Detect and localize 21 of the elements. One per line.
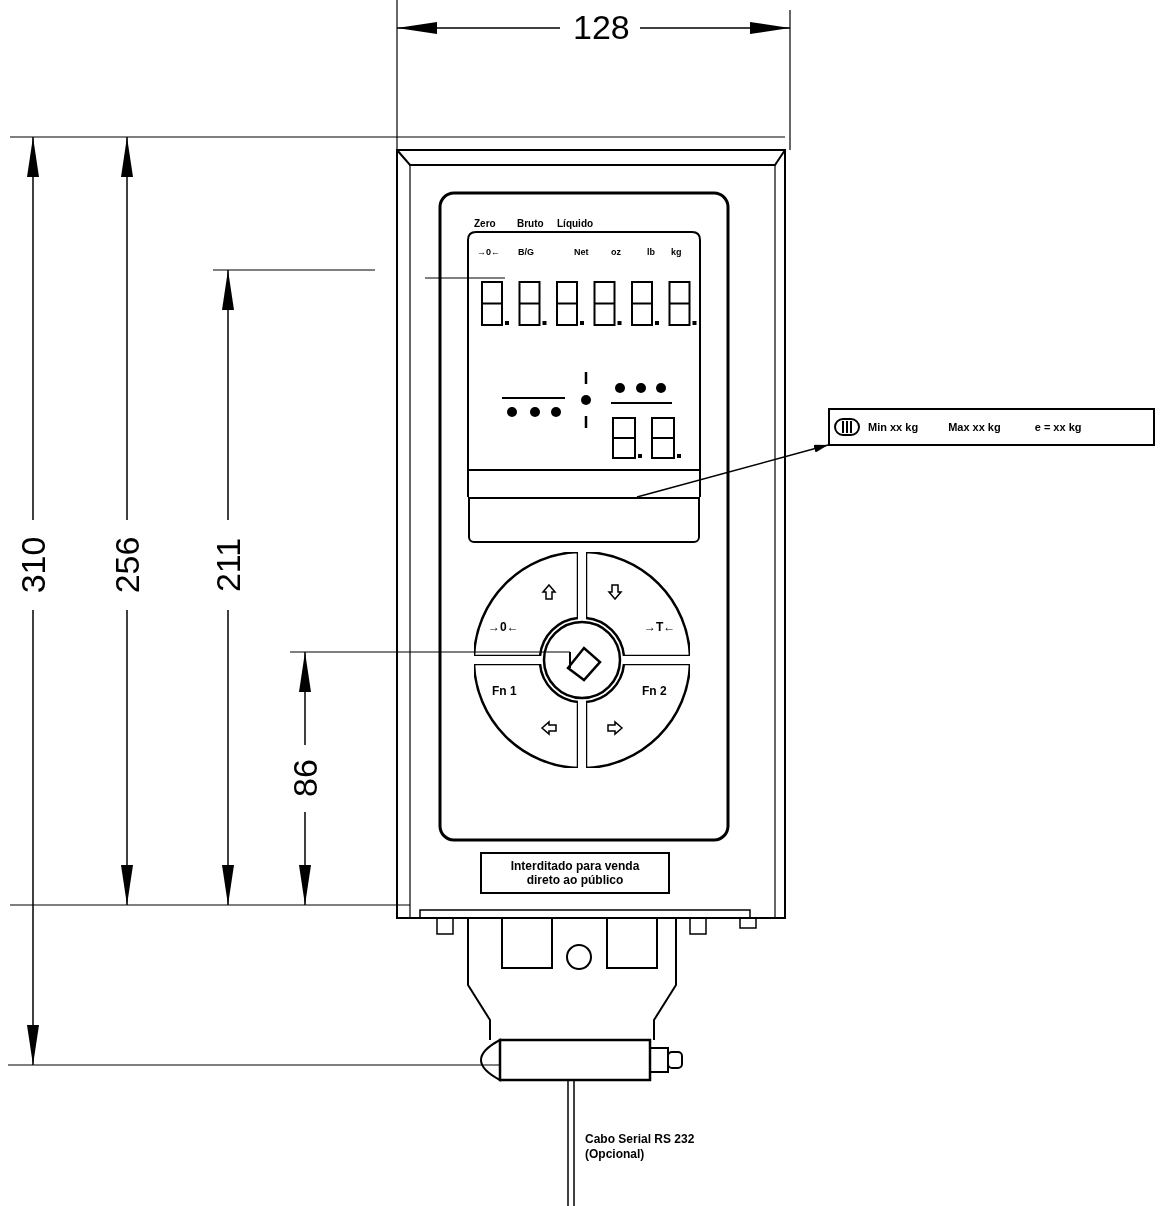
indicator-label: Líquido <box>557 218 594 230</box>
indicator-label: B/G <box>518 246 534 258</box>
indicator-label: kg <box>671 246 682 258</box>
indicator-label: Zero <box>474 218 496 230</box>
capacity-plate <box>828 408 1155 446</box>
capacity-text: Min xx kg <box>868 421 919 433</box>
key-button: Fn 1 <box>474 664 578 768</box>
cable-label: Cabo Serial RS 232 (Opcional) <box>585 1132 696 1162</box>
indicator-label: Net <box>574 246 589 258</box>
key-button: →0← <box>474 552 578 656</box>
indicator-label: Bruto <box>517 218 544 230</box>
notice-plate: Interditado para venda direto ao público <box>480 852 670 894</box>
key-button: →T← <box>586 552 690 656</box>
indicator-label: →0← <box>477 246 500 258</box>
leader-line <box>636 444 829 498</box>
indicator-label: lb <box>647 246 655 258</box>
key-button: Fn 2 <box>586 664 690 768</box>
indicator-label: oz <box>611 246 621 258</box>
capacity-text: Max xx kg <box>948 421 1001 433</box>
capacity-text: e = xx kg <box>1034 421 1082 433</box>
display-label-area <box>468 497 700 543</box>
